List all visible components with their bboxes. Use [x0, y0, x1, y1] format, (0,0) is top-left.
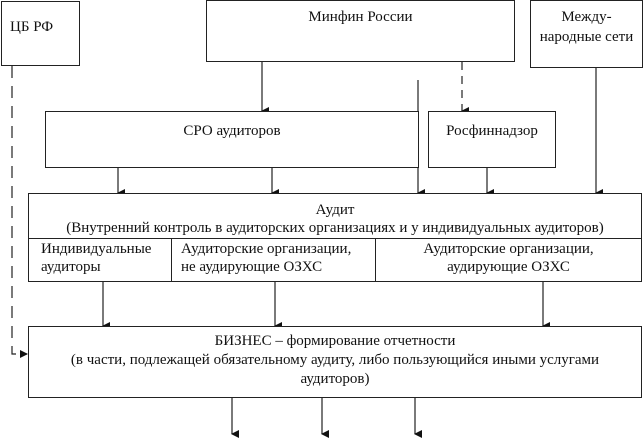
intl-networks-box: Между- народные сети [530, 0, 643, 68]
arrow-cb-to-business [11, 66, 28, 358]
cell1-line1: Индивидуальные [41, 241, 152, 257]
audit-cell-non-ozhs: Аудиторские организации, не аудирующие О… [171, 238, 376, 282]
cell3-line2: аудирующие ОЗХС [447, 259, 570, 275]
rosfinnadzor-label: Росфиннадзор [446, 123, 538, 139]
minfin-label: Минфин России [308, 9, 413, 25]
cb-rf-box: ЦБ РФ [1, 1, 80, 66]
cell2-line1: Аудиторские организации, [181, 241, 352, 257]
audit-subtitle: (Внутренний контроль в аудиторских орган… [66, 220, 604, 236]
rosfinnadzor-box: Росфиннадзор [428, 111, 556, 168]
business-box: БИЗНЕС – формирование отчетности (в част… [28, 326, 642, 398]
business-line2: (в части, подлежащей обязательному аудит… [70, 352, 600, 368]
cell1-line2: аудиторы [41, 259, 101, 275]
cell2-line2: не аудирующие ОЗХС [181, 259, 323, 275]
audit-cell-individual: Индивидуальные аудиторы [28, 238, 172, 282]
cb-rf-label: ЦБ РФ [10, 19, 54, 35]
minfin-box: Минфин России [206, 0, 515, 62]
intl-label-line1: Между- [561, 9, 612, 25]
intl-label-line2: народные сети [539, 29, 634, 45]
sro-label: СРО аудиторов [183, 123, 281, 139]
business-line1: БИЗНЕС – формирование отчетности [214, 333, 456, 349]
audit-title: Аудит [315, 202, 355, 218]
audit-cell-ozhs: Аудиторские организации, аудирующие ОЗХС [375, 238, 642, 282]
cell3-line1: Аудиторские организации, [423, 241, 594, 257]
sro-box: СРО аудиторов [45, 111, 419, 168]
business-line3: аудиторов) [300, 371, 370, 387]
